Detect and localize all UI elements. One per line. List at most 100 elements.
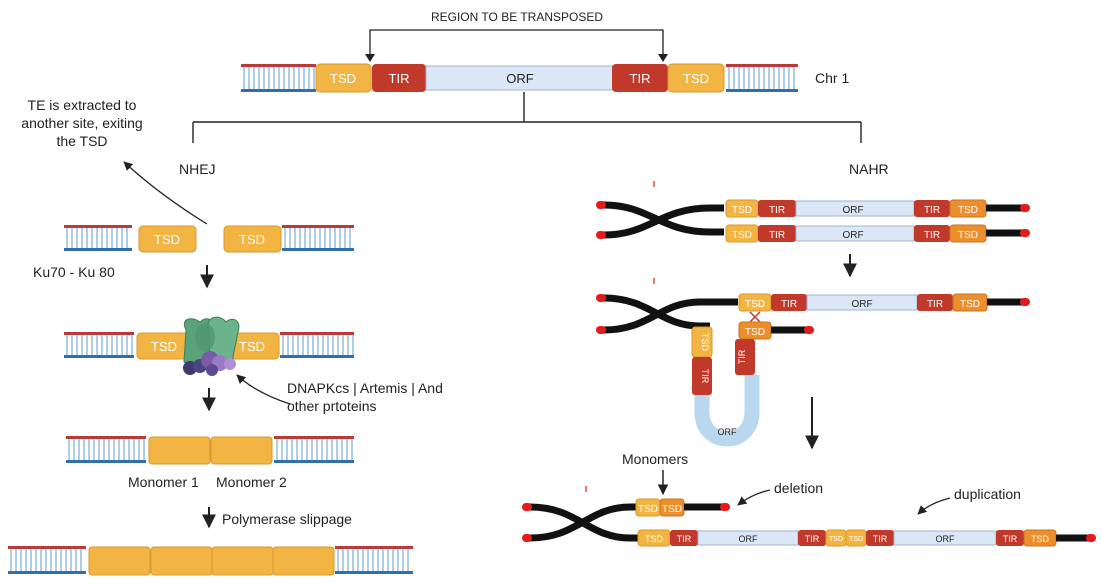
element-row: TSD TIR ORF TIR TSD xyxy=(738,293,1030,312)
svg-text:TSD: TSD xyxy=(732,205,752,216)
monomer-block xyxy=(210,436,273,465)
svg-text:TIR: TIR xyxy=(781,299,797,310)
duplication-label: duplication xyxy=(954,486,1021,502)
svg-text:TIR: TIR xyxy=(924,230,940,241)
tir-label: TIR xyxy=(389,71,410,86)
dna-double-helix xyxy=(64,332,134,358)
svg-text:TIR: TIR xyxy=(737,349,747,364)
svg-text:TSD: TSD xyxy=(745,327,765,338)
nhej-label: NHEJ xyxy=(179,161,216,177)
svg-text:ORF: ORF xyxy=(851,299,872,310)
svg-text:TIR: TIR xyxy=(873,534,888,544)
svg-text:TSD: TSD xyxy=(958,230,978,241)
tsd-block xyxy=(138,225,197,253)
nahr-label: NAHR xyxy=(849,161,889,177)
dna-double-helix xyxy=(282,225,354,251)
tsd-block xyxy=(667,63,725,93)
te-note-line1: TE is extracted to xyxy=(28,97,137,113)
svg-text:TSD: TSD xyxy=(1031,534,1050,544)
svg-text:TSD: TSD xyxy=(960,299,980,310)
extraction-arrow xyxy=(123,161,208,225)
monomer-block xyxy=(150,546,213,576)
tsd-label: TSD xyxy=(239,232,265,247)
svg-text:TIR: TIR xyxy=(1003,534,1018,544)
svg-text:TIR: TIR xyxy=(805,534,820,544)
svg-text:TSD: TSD xyxy=(958,205,978,216)
monomer-block xyxy=(148,436,211,465)
tsd-label: TSD xyxy=(239,339,265,354)
tsd-label: TSD xyxy=(151,339,177,354)
monomer1-label: Monomer 1 xyxy=(128,474,199,490)
te-note-line2: another site, exiting xyxy=(21,115,142,131)
duplication-product: TSD TIR ORF TIR TSD TSD TIR ORF TIR TSD xyxy=(630,529,1096,547)
dna-double-helix xyxy=(64,225,132,251)
tir-label: TIR xyxy=(630,71,651,86)
region-arrow-left xyxy=(365,54,375,62)
monomer-block xyxy=(272,546,335,576)
dna-double-helix xyxy=(8,546,86,574)
tsd-label: TSD xyxy=(330,71,356,86)
tir-block xyxy=(372,64,426,92)
crossover-mark xyxy=(749,311,761,323)
svg-text:ORF: ORF xyxy=(739,534,759,544)
region-bracket xyxy=(369,29,664,58)
dna-helix-group xyxy=(8,64,798,574)
dna-double-helix xyxy=(726,64,798,92)
dna-double-helix xyxy=(335,546,413,574)
svg-text:TIR: TIR xyxy=(700,369,710,384)
svg-text:TSD: TSD xyxy=(745,299,765,310)
orf-label: ORF xyxy=(506,71,534,86)
duplication-arrow xyxy=(917,497,951,515)
split-bracket xyxy=(192,92,862,143)
svg-text:TSD: TSD xyxy=(700,333,710,352)
region-arrow-right xyxy=(658,54,668,62)
chr-label: Chr 1 xyxy=(815,70,849,86)
tsd-block xyxy=(223,225,282,253)
tsd-label: TSD xyxy=(154,232,180,247)
svg-text:ORF: ORF xyxy=(936,534,956,544)
monomer-block xyxy=(88,546,151,576)
region-label: REGION TO BE TRANSPOSED xyxy=(431,10,603,24)
chr1-sequence: TSD TIR ORF TIR TSD xyxy=(315,63,725,93)
monomer2-label: Monomer 2 xyxy=(216,474,287,490)
svg-text:TIR: TIR xyxy=(924,205,940,216)
chromosome-pair xyxy=(596,201,724,239)
svg-text:TSD: TSD xyxy=(849,536,863,543)
element-row: TSD TIR ORF TIR TSD xyxy=(725,199,1030,218)
looped-element: TSD TIR TIR ORF xyxy=(691,326,760,447)
dna-double-helix xyxy=(241,64,316,92)
dna-double-helix xyxy=(274,436,354,463)
te-note-line3: the TSD xyxy=(56,133,107,149)
tsd-block xyxy=(315,63,372,93)
tir-block xyxy=(612,64,668,92)
svg-text:TSD: TSD xyxy=(638,504,658,515)
tsd-label: TSD xyxy=(683,71,709,86)
svg-text:TIR: TIR xyxy=(927,299,943,310)
monomer-block xyxy=(211,546,274,576)
dna-double-helix xyxy=(280,332,354,358)
element-row: TSD xyxy=(738,321,814,340)
dnapkcs-pointer-arrow xyxy=(236,374,291,405)
chromosome-pair xyxy=(596,294,738,334)
deletion-product: TSD TSD xyxy=(635,498,730,517)
dna-double-helix xyxy=(66,436,146,463)
ku-label: Ku70 - Ku 80 xyxy=(33,264,115,280)
orf-block xyxy=(425,65,615,91)
svg-text:TSD: TSD xyxy=(732,230,752,241)
chromosome-pair xyxy=(522,503,636,542)
svg-text:ORF: ORF xyxy=(842,230,863,241)
svg-text:ORF: ORF xyxy=(718,427,738,437)
svg-text:TSD: TSD xyxy=(662,504,682,515)
svg-text:TIR: TIR xyxy=(769,230,785,241)
dnapkcs-label-line2: other prtoteins xyxy=(287,398,377,414)
svg-text:TIR: TIR xyxy=(769,205,785,216)
dnapkcs-complex xyxy=(183,351,236,376)
monomers-label: Monomers xyxy=(622,451,688,467)
dnapkcs-label-line1: DNAPKcs | Artemis | And xyxy=(287,380,443,396)
svg-text:TSD: TSD xyxy=(645,534,664,544)
svg-text:TSD: TSD xyxy=(829,536,843,543)
element-row: TSD TIR ORF TIR TSD xyxy=(725,224,1030,243)
svg-text:TIR: TIR xyxy=(677,534,692,544)
deletion-label: deletion xyxy=(774,480,823,496)
